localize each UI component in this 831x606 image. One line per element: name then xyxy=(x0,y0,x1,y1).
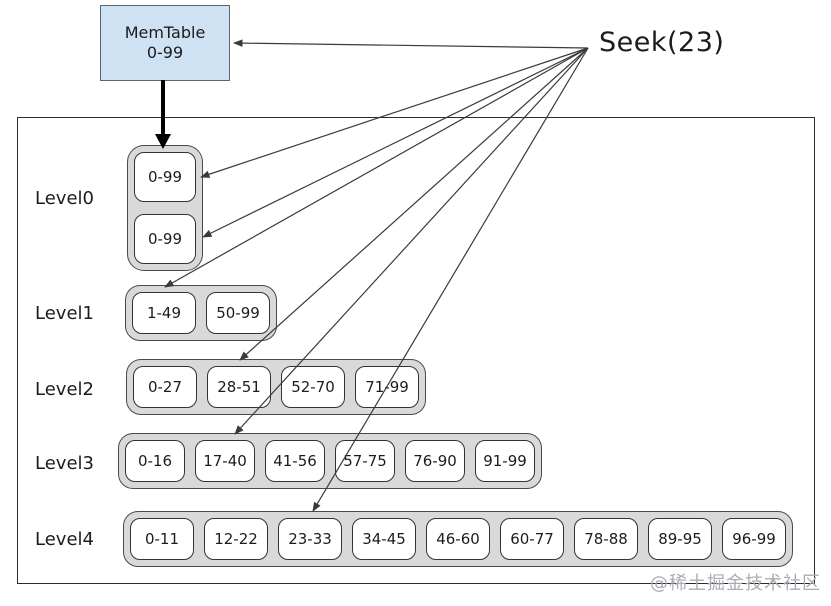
sstable-box: 23-33 xyxy=(278,518,342,560)
memtable-range: 0-99 xyxy=(146,43,184,62)
sstable-box: 60-77 xyxy=(500,518,564,560)
memtable-box: MemTable 0-99 xyxy=(100,5,230,81)
sstable-box: 57-75 xyxy=(335,440,395,482)
watermark: @稀土掘金技术社区 xyxy=(650,573,821,594)
sstable-box: 50-99 xyxy=(206,292,270,334)
sstable-box: 28-51 xyxy=(207,366,271,408)
sstable-box: 12-22 xyxy=(204,518,268,560)
sstable-box: 71-99 xyxy=(355,366,419,408)
sstable-box: 17-40 xyxy=(195,440,255,482)
sstable-box: 78-88 xyxy=(574,518,638,560)
sstable-box: 0-27 xyxy=(133,366,197,408)
sstable-box: 89-95 xyxy=(648,518,712,560)
sstable-box: 52-70 xyxy=(281,366,345,408)
sstable-box: 0-11 xyxy=(130,518,194,560)
seek-label: Seek(23) xyxy=(599,27,725,58)
sstable-box: 91-99 xyxy=(475,440,535,482)
seek-arrow-to-memtable xyxy=(233,39,589,49)
sstable-box: 46-60 xyxy=(426,518,490,560)
memtable-title: MemTable xyxy=(124,23,206,42)
sstable-box: 0-99 xyxy=(134,152,196,202)
sstable-box: 0-99 xyxy=(134,214,196,264)
sstable-box: 76-90 xyxy=(405,440,465,482)
level0-sstable-tray: 0-99 0-99 xyxy=(127,145,203,271)
level1-label: Level1 xyxy=(35,303,94,324)
sstable-box: 96-99 xyxy=(722,518,786,560)
level2-label: Level2 xyxy=(35,379,94,400)
sstable-box: 1-49 xyxy=(132,292,196,334)
level0-label: Level0 xyxy=(35,188,94,209)
level4-label: Level4 xyxy=(35,529,94,550)
sstable-box: 34-45 xyxy=(352,518,416,560)
sstable-box: 41-56 xyxy=(265,440,325,482)
sstable-box: 0-16 xyxy=(125,440,185,482)
level3-label: Level3 xyxy=(35,453,94,474)
